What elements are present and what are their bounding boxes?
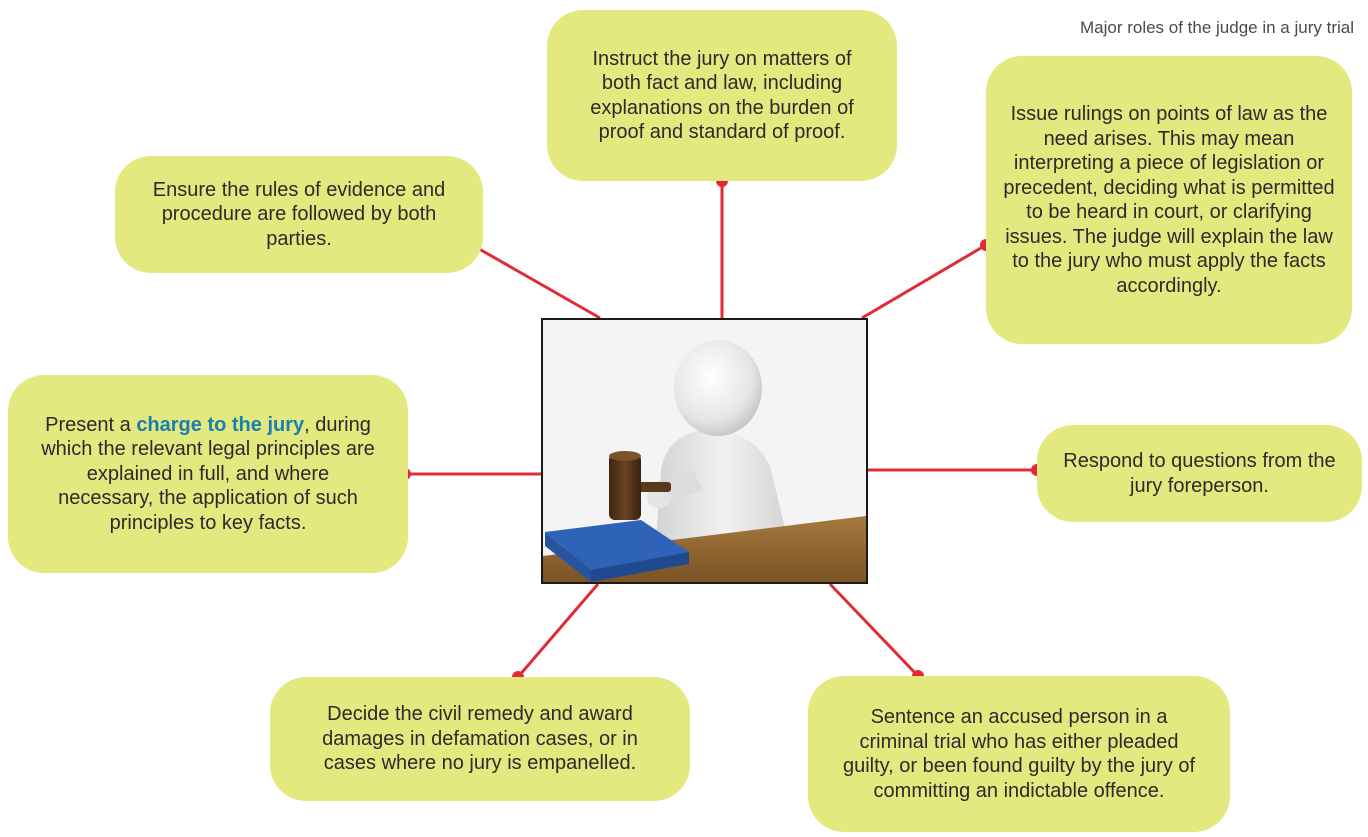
role-rulings-text: Issue rulings on points of law as the ne… <box>1003 103 1335 297</box>
role-charge-bubble: Present a charge to the jury, during whi… <box>8 375 408 573</box>
connector-sentence <box>828 582 920 678</box>
role-rulings-bubble: Issue rulings on points of law as the ne… <box>986 56 1352 344</box>
judge-gavel-image <box>541 318 868 584</box>
role-instruct-text: Instruct the jury on matters of both fac… <box>590 47 854 144</box>
diagram-caption: Major roles of the judge in a jury trial <box>1079 18 1354 37</box>
role-instruct-bubble: Instruct the jury on matters of both fac… <box>547 10 897 181</box>
role-respond-text: Respond to questions from the jury forep… <box>1063 450 1336 497</box>
connector-decide <box>516 583 600 678</box>
connector-rulings <box>861 243 987 320</box>
connector-ensure <box>473 244 601 320</box>
role-sentence-text: Sentence an accused person in a criminal… <box>842 706 1196 802</box>
role-ensure-text: Ensure the rules of evidence and procedu… <box>152 178 446 250</box>
role-sentence-bubble: Sentence an accused person in a criminal… <box>808 676 1230 832</box>
charge-suffix: , during which the relevant legal princi… <box>41 413 375 534</box>
role-charge-text: Present a charge to the jury, during whi… <box>38 413 378 536</box>
role-decide-bubble: Decide the civil remedy and award damage… <box>270 677 690 801</box>
role-respond-bubble: Respond to questions from the jury forep… <box>1037 425 1362 522</box>
role-decide-text: Decide the civil remedy and award damage… <box>322 703 638 775</box>
role-ensure-bubble: Ensure the rules of evidence and procedu… <box>115 156 483 273</box>
charge-prefix: Present a <box>45 413 137 436</box>
charge-to-the-jury-term: charge to the jury <box>136 413 305 436</box>
judge-figure-with-gavel-icon <box>543 320 866 582</box>
